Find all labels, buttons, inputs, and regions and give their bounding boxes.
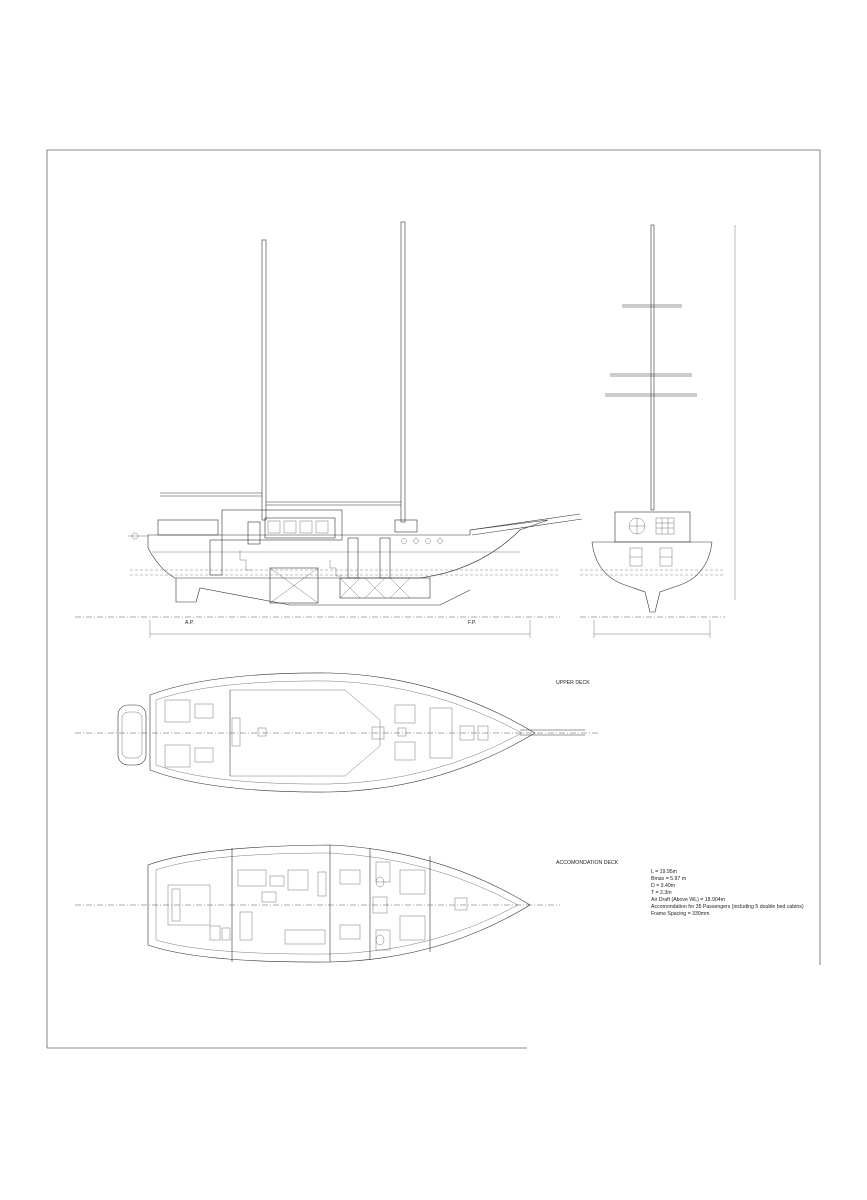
accommodation-deck-title: ACCOMONDATION DECK bbox=[556, 860, 619, 866]
aft-perpendicular-label: A.P. bbox=[185, 620, 194, 626]
spec-beam: Bmax = 5.97 m bbox=[651, 876, 686, 882]
upper-deck-title: UPPER DECK bbox=[556, 680, 590, 686]
upper-deck-plan bbox=[75, 672, 600, 793]
spec-depth: D = 3.40m bbox=[651, 883, 675, 889]
body-view bbox=[580, 224, 736, 638]
body-view-mast bbox=[650, 224, 655, 511]
accommodation-deck-plan bbox=[75, 844, 560, 963]
spec-accommodation: Accomondation for 35 Passengers (includi… bbox=[651, 904, 804, 910]
profile-view bbox=[75, 221, 583, 638]
tender-boat bbox=[117, 704, 147, 766]
fore-perpendicular-label: F.P. bbox=[468, 620, 476, 626]
hull-section bbox=[591, 541, 713, 613]
spec-air-draft: Air Draft (Above WL) = 18.904m bbox=[651, 897, 725, 903]
accommodation-deck-outline bbox=[147, 844, 531, 963]
spec-length: L = 19.95m bbox=[651, 869, 677, 875]
specifications-block: L = 19.95m Bmax = 5.97 m D = 3.40m T = 2… bbox=[651, 869, 804, 917]
upper-deck-outline bbox=[149, 672, 536, 793]
main-mast bbox=[261, 239, 267, 521]
fore-mast bbox=[400, 221, 406, 523]
spec-draft: T = 2.3m bbox=[651, 890, 672, 896]
spec-frame-spacing: Frame Spacing = 330mm bbox=[651, 911, 709, 917]
drawing-frame bbox=[46, 149, 821, 1049]
